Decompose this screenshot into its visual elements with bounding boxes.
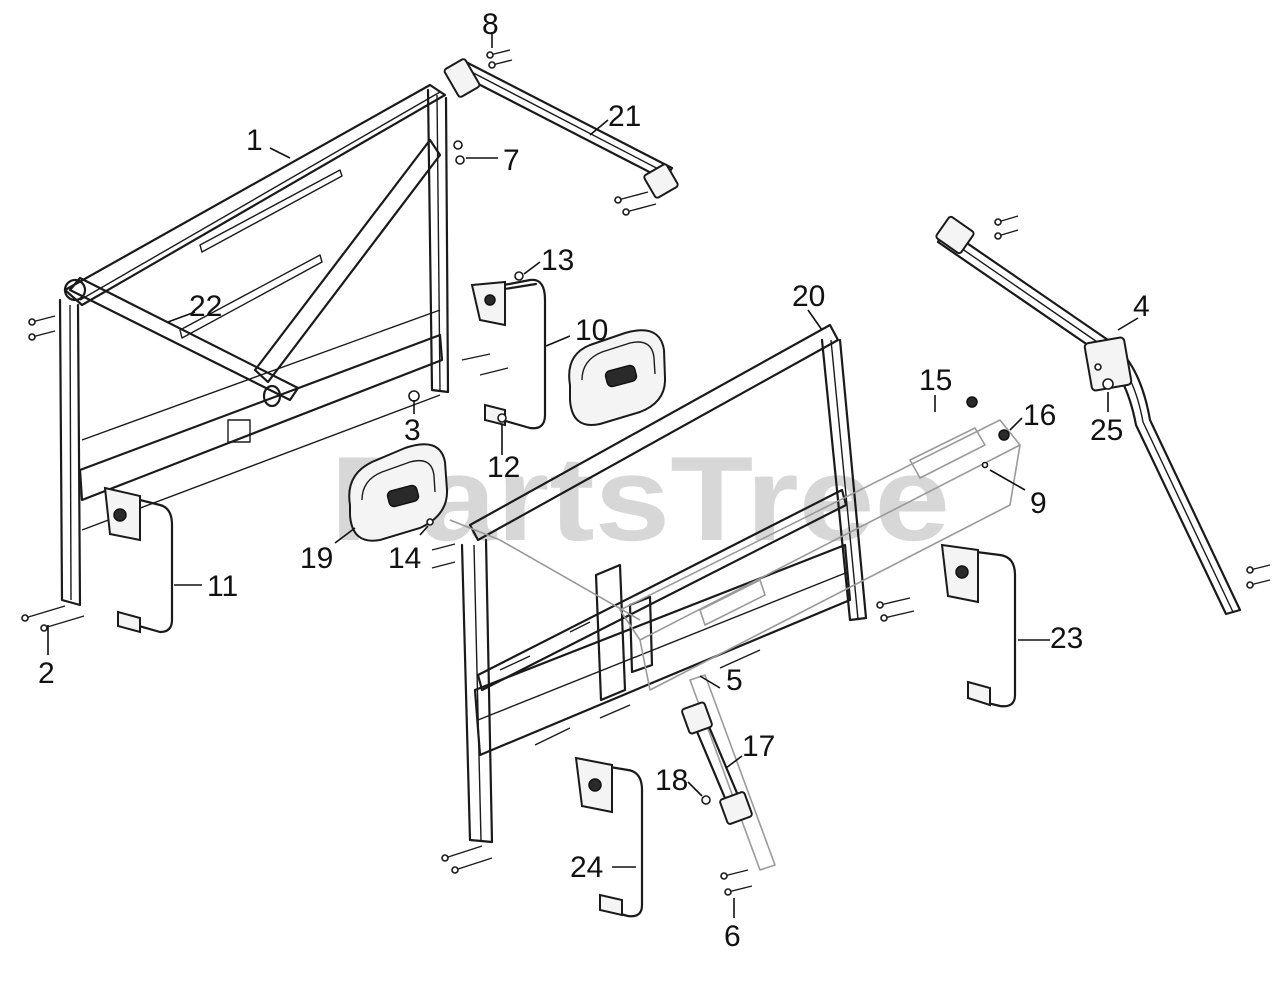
callout-6: 6 bbox=[724, 920, 741, 953]
callout-13: 13 bbox=[541, 244, 574, 277]
callout-15: 15 bbox=[919, 364, 952, 397]
callout-20: 20 bbox=[792, 280, 825, 313]
callout-21: 21 bbox=[608, 100, 641, 133]
callout-19: 19 bbox=[300, 542, 333, 575]
callout-25: 25 bbox=[1090, 414, 1123, 447]
part-mirror-19 bbox=[348, 443, 449, 542]
callout-3: 3 bbox=[404, 414, 421, 447]
leader-lines bbox=[47, 32, 1139, 918]
callout-18: 18 bbox=[655, 764, 688, 797]
part-mirror bbox=[568, 329, 667, 426]
part-front-frame bbox=[460, 323, 868, 844]
callout-16: 16 bbox=[1023, 399, 1056, 432]
callout-8: 8 bbox=[482, 8, 499, 41]
fasteners bbox=[21, 49, 1271, 896]
part-grab-handle-23 bbox=[940, 543, 1017, 708]
callout-labels: 1 2 3 4 5 6 7 8 9 10 11 12 13 14 15 16 1… bbox=[38, 8, 1150, 953]
part-support-strut bbox=[681, 701, 753, 825]
callout-1: 1 bbox=[246, 124, 263, 157]
callout-11: 11 bbox=[207, 570, 238, 603]
callout-23: 23 bbox=[1050, 622, 1083, 655]
part-curved-rail bbox=[935, 215, 1242, 616]
callout-7: 7 bbox=[503, 144, 520, 177]
callout-9: 9 bbox=[1030, 487, 1047, 520]
part-upper-rail bbox=[443, 58, 679, 199]
callout-5: 5 bbox=[726, 664, 743, 697]
part-rear-frame bbox=[58, 83, 450, 607]
callout-14: 14 bbox=[388, 542, 421, 575]
callout-12: 12 bbox=[487, 451, 520, 484]
part-cross-tube bbox=[63, 276, 300, 408]
callout-24: 24 bbox=[570, 851, 603, 884]
part-grab-handle-11 bbox=[103, 486, 174, 634]
part-grab-handle-24 bbox=[574, 756, 644, 918]
callout-22: 22 bbox=[189, 290, 222, 323]
callout-4: 4 bbox=[1133, 290, 1150, 323]
callout-2: 2 bbox=[38, 657, 55, 690]
callout-10: 10 bbox=[575, 314, 608, 347]
part-grab-handle-10 bbox=[470, 278, 547, 430]
callout-17: 17 bbox=[742, 730, 775, 763]
